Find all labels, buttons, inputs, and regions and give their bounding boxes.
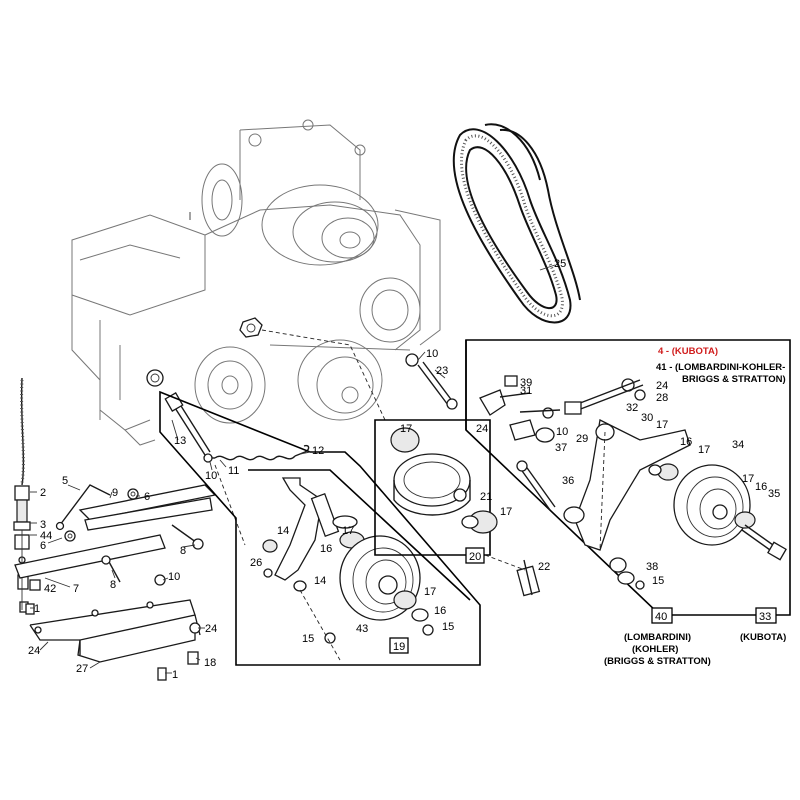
callout: 12 <box>312 445 324 457</box>
callout: 16 <box>755 481 767 493</box>
callout: 44 <box>40 530 52 542</box>
callout: 43 <box>356 623 368 635</box>
callout: 36 <box>562 475 574 487</box>
ref-box-label: 20 <box>469 551 481 563</box>
group-19-outline <box>159 390 481 666</box>
callout: 38 <box>646 561 658 573</box>
tensioner-assembly-33-40 <box>479 375 787 590</box>
callout: 25 <box>554 258 566 270</box>
nut-part <box>239 317 386 421</box>
callout: 15 <box>652 575 664 587</box>
ref-box-label: 19 <box>393 641 405 653</box>
callout: 6 <box>144 491 150 503</box>
callout: 42 <box>44 583 56 595</box>
callout: 14 <box>314 575 326 587</box>
variant-note-33: (KUBOTA) <box>740 632 786 643</box>
callout: 24 <box>28 645 40 657</box>
bolt-23 <box>405 353 458 410</box>
ref-box-40: 40 <box>651 607 673 624</box>
callout: 24 <box>476 423 488 435</box>
callout: 7 <box>73 583 79 595</box>
callout: 9 <box>112 487 118 499</box>
callout: 15 <box>442 621 454 633</box>
variant-notes: 4 - (KUBOTA) 41 - (LOMBARDINI-KOHLER- BR… <box>604 346 786 667</box>
variant-note-40-line1: (LOMBARDINI) <box>624 632 691 643</box>
callout: 13 <box>174 435 186 447</box>
callout: 10 <box>205 470 217 482</box>
callout: 21 <box>480 491 492 503</box>
group-19-inner-frame <box>248 469 471 601</box>
callout: 16 <box>434 605 446 617</box>
callout: 16 <box>680 436 692 448</box>
callout: 18 <box>204 657 216 669</box>
leader-lines <box>30 212 556 674</box>
ref-box-label: 40 <box>655 611 667 623</box>
callout-labels: 1 1 2 3 4 5 6 6 7 8 8 9 10 10 10 10 11 1… <box>28 258 780 681</box>
ref-box-label: 33 <box>759 611 771 623</box>
callout: 17 <box>698 444 710 456</box>
callout: 23 <box>436 365 448 377</box>
idler-arm-assembly-19 <box>262 477 434 661</box>
ref-box-33: 33 <box>755 607 777 624</box>
callout: 10 <box>556 426 568 438</box>
callout: 24 <box>656 380 668 392</box>
callout: 17 <box>342 525 354 537</box>
adjuster-rod <box>146 369 246 546</box>
variant-note-40-line2: (KOHLER) <box>632 644 678 655</box>
callout: 10 <box>426 348 438 360</box>
callout: 17 <box>424 586 436 598</box>
callout: 17 <box>656 419 668 431</box>
callout: 16 <box>320 543 332 555</box>
callout: 26 <box>250 557 262 569</box>
engine-housing-outline <box>71 119 441 446</box>
callout: 37 <box>555 442 567 454</box>
callout: 34 <box>732 439 744 451</box>
callout: 28 <box>656 392 668 404</box>
ref-box-19: 19 <box>389 637 409 654</box>
callout: 2 <box>40 487 46 499</box>
callout: 30 <box>641 412 653 424</box>
callout: 24 <box>205 623 217 635</box>
callout: 3 <box>40 519 46 531</box>
callout: 10 <box>168 571 180 583</box>
variant-note-40-line3: (BRIGGS & STRATTON) <box>604 656 711 667</box>
callout: 17 <box>400 423 412 435</box>
ref-box-20: 20 <box>465 547 485 564</box>
callout: 15 <box>302 633 314 645</box>
callout: 11 <box>228 465 239 477</box>
callout: 14 <box>277 525 289 537</box>
kubota-note-top: 4 - (KUBOTA) <box>658 346 718 357</box>
callout: 5 <box>62 475 68 487</box>
callout: 8 <box>180 545 186 557</box>
mounting-bracket-27 <box>25 574 201 681</box>
callout: 8 <box>110 579 116 591</box>
callout: 17 <box>742 473 754 485</box>
drive-belt <box>452 123 581 324</box>
callout: 6 <box>40 540 46 552</box>
callout: 1 <box>172 669 178 681</box>
group-20-outline <box>374 419 491 556</box>
tension-spring <box>203 444 310 463</box>
callout: 31 <box>520 385 532 397</box>
callout: 17 <box>500 506 512 518</box>
callout: 35 <box>768 488 780 500</box>
lombardini-note-top-2: BRIGGS & STRATTON) <box>682 374 786 385</box>
pulley-assembly-20 <box>390 427 541 597</box>
callout: 27 <box>76 663 88 675</box>
callout: 32 <box>626 402 638 414</box>
callout: 22 <box>538 561 550 573</box>
callout: 29 <box>576 433 588 445</box>
lombardini-note-top-1: 41 - (LOMBARDINI-KOHLER- <box>656 362 785 373</box>
callout: 39 <box>520 377 532 389</box>
callout: 1 <box>34 603 40 615</box>
